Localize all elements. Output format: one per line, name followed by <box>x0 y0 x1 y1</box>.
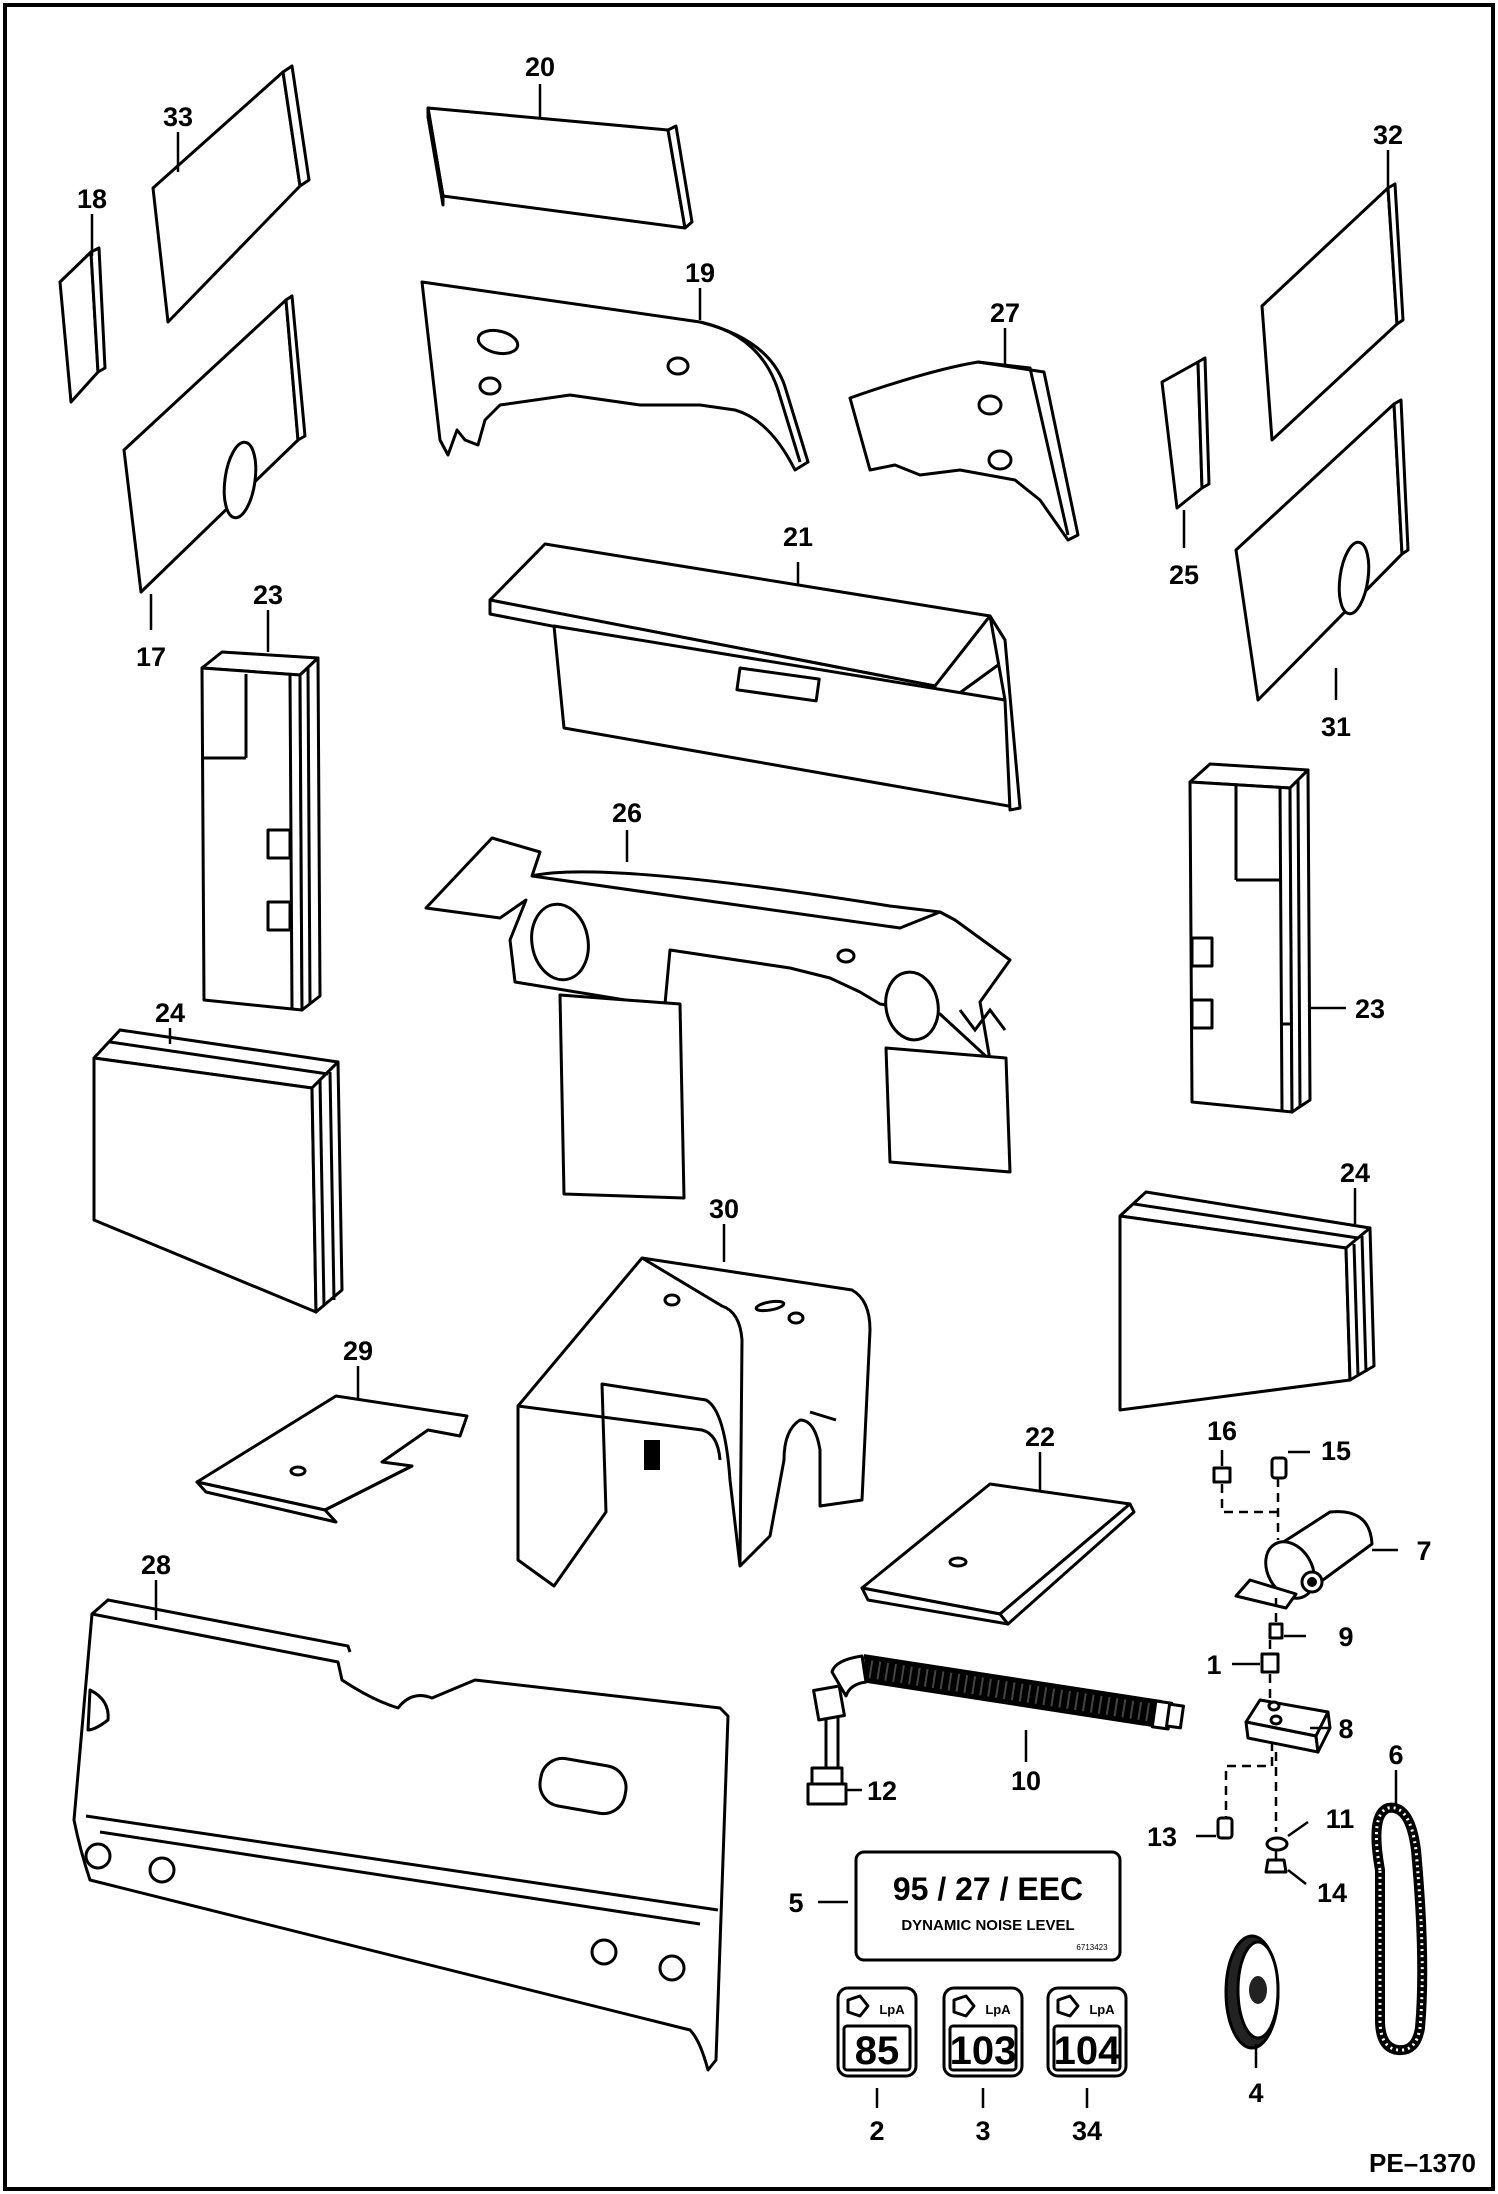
part-7-horn <box>1234 1510 1398 1610</box>
part-20-top-panel <box>426 84 694 230</box>
part-33-side-panel <box>151 64 311 324</box>
part-27-curved-shield <box>848 328 1080 542</box>
callout-labels: 20 33 18 19 27 32 25 31 17 21 23 26 23 2… <box>77 52 1432 2146</box>
decal-caption: DYNAMIC NOISE LEVEL <box>901 1917 1074 1934</box>
part-26-firewall-bracket <box>424 830 1012 1200</box>
lpa-label: LpA <box>1089 2002 1115 2017</box>
callout-2: 2 <box>869 2116 884 2146</box>
part-19-curved-shield <box>420 280 810 472</box>
callout-7: 7 <box>1416 1536 1431 1566</box>
part-24-right-block <box>1118 1188 1376 1412</box>
part-34-lpa-decal: LpA 104 <box>1046 1986 1128 2108</box>
callout-33: 33 <box>163 102 193 132</box>
lpa-value: 103 <box>950 2029 1017 2073</box>
callout-25: 25 <box>1169 560 1199 590</box>
part-32-side-panel <box>1260 150 1405 442</box>
callout-6: 6 <box>1388 1740 1403 1770</box>
callout-28: 28 <box>141 1550 171 1580</box>
callout-27: 27 <box>990 298 1020 328</box>
diagram-border <box>3 3 1495 2191</box>
part-16-nut <box>1212 1450 1278 1514</box>
lpa-label: LpA <box>879 2002 905 2017</box>
callout-21: 21 <box>783 522 813 552</box>
lpa-value: 85 <box>855 2029 900 2073</box>
callout-13: 13 <box>1147 1822 1177 1852</box>
part-17-side-panel-with-hole <box>122 294 307 630</box>
lpa-label: LpA <box>985 2002 1011 2017</box>
part-4-pulley <box>1224 1934 1280 2068</box>
callout-4: 4 <box>1248 2078 1263 2108</box>
callout-10: 10 <box>1011 1766 1041 1796</box>
figure-code: PE–1370 <box>1369 2148 1476 2178</box>
callout-12: 12 <box>867 1776 897 1806</box>
callout-16: 16 <box>1207 1416 1237 1446</box>
callout-5: 5 <box>788 1888 803 1918</box>
callout-14: 14 <box>1317 1878 1347 1908</box>
callout-9: 9 <box>1338 1622 1353 1652</box>
decal-directive: 95 / 27 / EEC <box>893 1871 1083 1907</box>
callout-24-left: 24 <box>155 998 185 1028</box>
callout-26: 26 <box>612 798 642 828</box>
part-28-rear-panel <box>72 1580 730 2072</box>
part-6-belt <box>1371 1770 1428 2056</box>
part-23-right-block <box>1188 762 1346 1114</box>
part-9-washer <box>1268 1598 1306 1640</box>
part-25-strip <box>1160 356 1211 548</box>
callout-32: 32 <box>1373 120 1403 150</box>
callout-22: 22 <box>1025 1422 1055 1452</box>
callout-1: 1 <box>1206 1650 1221 1680</box>
part-15-bolt <box>1270 1450 1310 1540</box>
part-22-floor-plate <box>860 1452 1136 1626</box>
part-18-strip <box>58 214 107 404</box>
callout-8: 8 <box>1338 1714 1353 1744</box>
part-29-floor-plate <box>195 1366 469 1524</box>
callout-20: 20 <box>525 52 555 82</box>
callout-30: 30 <box>709 1194 739 1224</box>
part-21-center-panel <box>488 542 1022 812</box>
lpa-value: 104 <box>1054 2029 1121 2073</box>
callout-19: 19 <box>685 258 715 288</box>
part-1-lockwasher <box>1232 1640 1280 1700</box>
part-24-left-block <box>92 1028 344 1314</box>
callout-11: 11 <box>1326 1804 1355 1834</box>
callout-31: 31 <box>1321 712 1351 742</box>
callout-23-left: 23 <box>253 580 283 610</box>
callout-3: 3 <box>975 2116 990 2146</box>
part-23-left-block <box>200 610 322 1012</box>
decal-part-number: 6713423 <box>1076 1943 1108 1952</box>
callout-15: 15 <box>1321 1436 1351 1466</box>
callout-17: 17 <box>136 642 166 672</box>
callout-24-right: 24 <box>1340 1158 1370 1188</box>
part-30-cover <box>516 1224 872 1588</box>
callout-18: 18 <box>77 184 107 214</box>
callout-34: 34 <box>1072 2116 1102 2146</box>
part-14-nut <box>1264 1850 1307 1885</box>
part-3-lpa-decal: LpA 103 <box>942 1986 1024 2108</box>
part-13-bolt <box>1196 1742 1274 1840</box>
part-10-hose <box>812 1654 1185 1782</box>
part-8-bracket <box>1244 1698 1332 1754</box>
part-31-side-panel-with-hole <box>1234 398 1410 702</box>
part-12-fitting <box>806 1766 862 1806</box>
part-2-lpa-decal: LpA 85 <box>836 1986 918 2108</box>
part-5-noise-decal: 95 / 27 / EEC DYNAMIC NOISE LEVEL 671342… <box>818 1850 1122 1962</box>
callout-29: 29 <box>343 1336 373 1366</box>
callout-23-right: 23 <box>1355 994 1385 1024</box>
part-11-washer <box>1265 1752 1309 1852</box>
